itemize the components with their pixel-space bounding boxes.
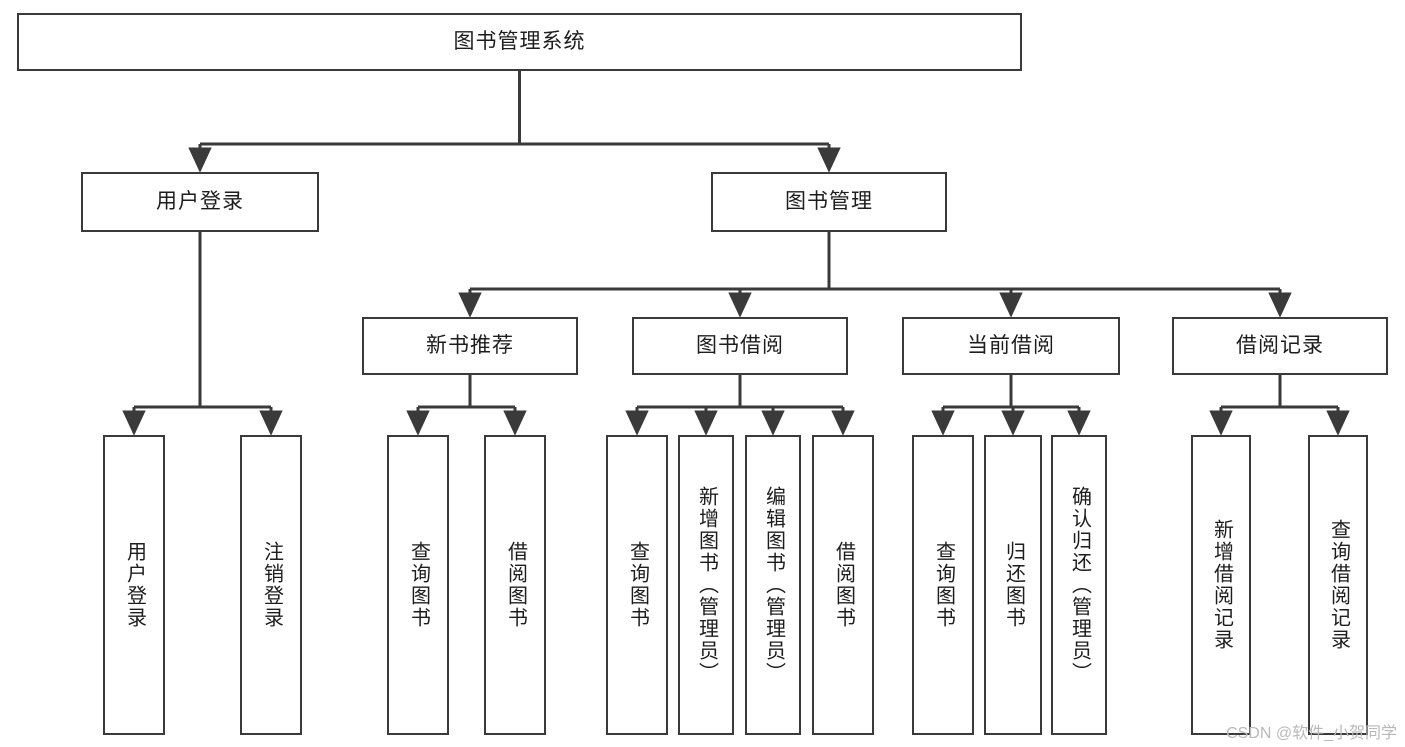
node-label: 图书管理	[785, 189, 873, 213]
node-leaf-query-record[interactable]: 查询借阅记录	[1308, 435, 1368, 735]
node-label: 编辑图书（管理员）	[762, 486, 785, 684]
node-label: 查询图书	[407, 541, 430, 629]
node-label: 查询借阅记录	[1327, 519, 1350, 651]
node-borrow-record[interactable]: 借阅记录	[1172, 317, 1388, 375]
node-book-manage[interactable]: 图书管理	[711, 172, 947, 232]
node-label: 借阅记录	[1236, 333, 1324, 357]
node-leaf-borrow-book-1[interactable]: 借阅图书	[484, 435, 546, 735]
csdn-watermark: CSDN @软件_小贺同学	[1226, 725, 1397, 742]
node-leaf-query-book-2[interactable]: 查询图书	[606, 435, 668, 735]
node-leaf-add-book[interactable]: 新增图书（管理员）	[678, 435, 734, 735]
node-leaf-query-book-3[interactable]: 查询图书	[912, 435, 974, 735]
node-root[interactable]: 图书管理系统	[17, 13, 1022, 71]
node-label: 用户登录	[156, 189, 244, 213]
node-label: 借阅图书	[832, 541, 855, 629]
node-leaf-return-book[interactable]: 归还图书	[984, 435, 1042, 735]
node-current-borrow[interactable]: 当前借阅	[902, 317, 1120, 375]
node-label: 图书管理系统	[453, 29, 586, 53]
node-leaf-confirm-return[interactable]: 确认归还（管理员）	[1051, 435, 1107, 735]
node-label: 新书推荐	[426, 333, 514, 357]
node-leaf-logout[interactable]: 注销登录	[240, 435, 302, 735]
node-label: 归还图书	[1002, 541, 1025, 629]
node-label: 当前借阅	[967, 333, 1055, 357]
node-user-login[interactable]: 用户登录	[81, 172, 319, 232]
node-leaf-add-record[interactable]: 新增借阅记录	[1191, 435, 1251, 735]
node-leaf-query-book-1[interactable]: 查询图书	[387, 435, 449, 735]
node-label: 图书借阅	[696, 333, 784, 357]
node-label: 新增图书（管理员）	[695, 486, 718, 684]
node-new-book-rec[interactable]: 新书推荐	[362, 317, 578, 375]
node-label: 借阅图书	[504, 541, 527, 629]
node-label: 查询图书	[932, 541, 955, 629]
node-label: 确认归还（管理员）	[1068, 486, 1091, 684]
node-label: 注销登录	[260, 541, 283, 629]
node-leaf-user-login[interactable]: 用户登录	[103, 435, 165, 735]
node-book-borrow[interactable]: 图书借阅	[632, 317, 848, 375]
node-leaf-borrow-book-2[interactable]: 借阅图书	[812, 435, 874, 735]
node-label: 查询图书	[626, 541, 649, 629]
node-label: 用户登录	[123, 541, 146, 629]
node-leaf-edit-book[interactable]: 编辑图书（管理员）	[745, 435, 801, 735]
node-label: 新增借阅记录	[1210, 519, 1233, 651]
